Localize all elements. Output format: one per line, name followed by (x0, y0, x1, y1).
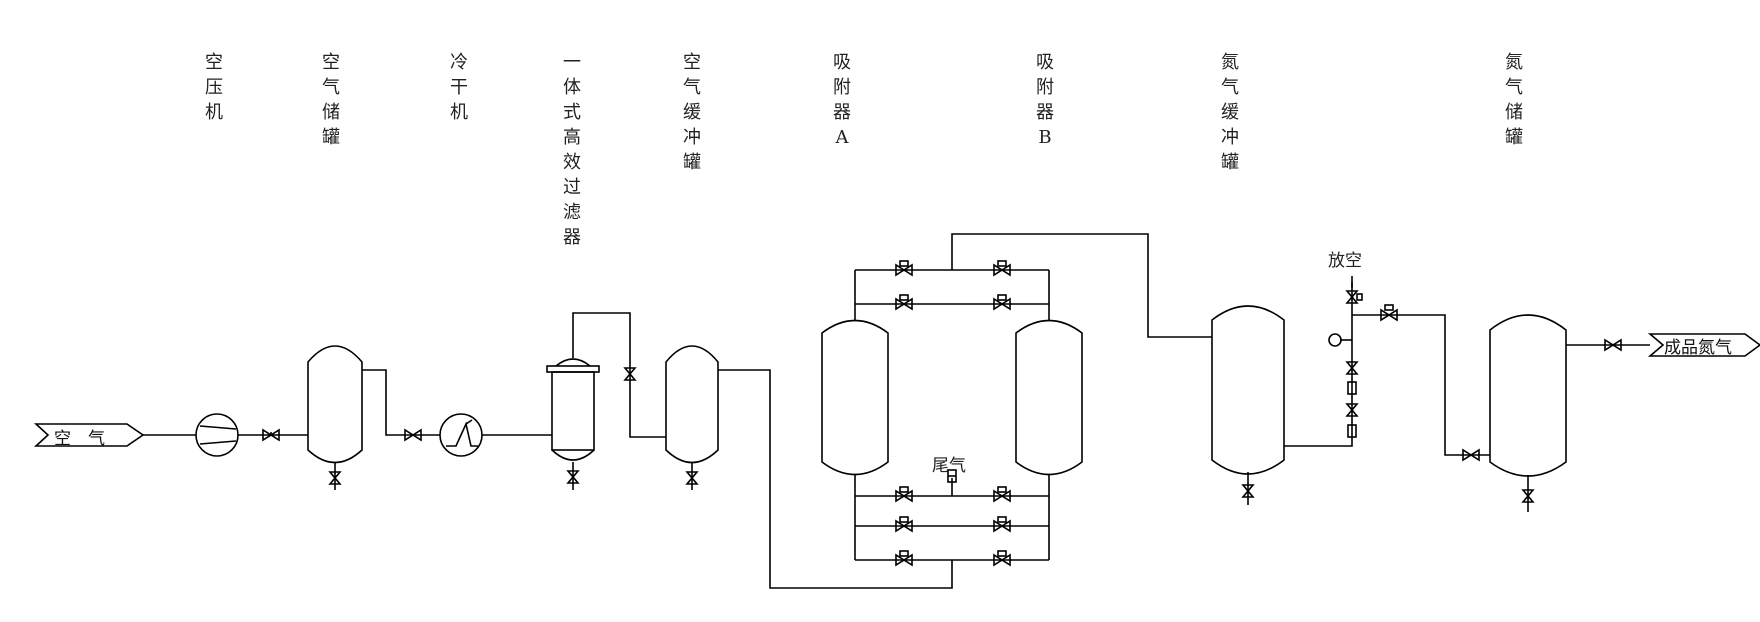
label-char: 机 (205, 102, 223, 123)
air-storage-tank (307, 345, 363, 464)
adsorber-a-vessel (821, 319, 889, 476)
vent-valve-icon (1345, 290, 1363, 304)
label-char: 冲 (1221, 127, 1239, 148)
pipe (951, 233, 1212, 338)
label-char: 器 (1036, 102, 1054, 123)
pneumatic-valve-icon (895, 294, 913, 311)
pneumatic-valve-icon (993, 486, 1011, 503)
label-compressor: 空压机 (202, 50, 226, 125)
label-char: 压 (205, 77, 223, 98)
label-char: 氮 (1221, 52, 1239, 73)
product-nitrogen-label: 成品氮气 (1664, 338, 1732, 358)
pipe (1284, 282, 1353, 447)
label-char: A (835, 127, 849, 148)
label-char: 缓 (1221, 102, 1239, 123)
label-n2-buffer: 氮气缓冲罐 (1218, 50, 1242, 175)
label-char: 机 (450, 102, 468, 123)
valve-icon (262, 428, 280, 442)
label-char: 罐 (1505, 127, 1523, 148)
pneumatic-valve-icon (993, 294, 1011, 311)
label-char: 缓 (683, 102, 701, 123)
label-char: 附 (833, 77, 851, 98)
drain-valve-icon (1241, 484, 1255, 498)
drain-valve-icon (1521, 489, 1535, 503)
valve-icon (1380, 304, 1398, 322)
label-char: 空 (683, 52, 701, 73)
nitrogen-buffer-tank (1211, 305, 1285, 475)
label-char: 滤 (563, 202, 581, 223)
valve-icon (623, 367, 637, 381)
valve-icon (1604, 338, 1622, 352)
label-char: 体 (563, 77, 581, 98)
air-buffer-tank (665, 345, 719, 464)
compressor-icon (195, 413, 239, 457)
pneumatic-valve-icon (993, 516, 1011, 533)
product-outlet-arrow (1647, 333, 1760, 357)
label-char: 气 (322, 77, 340, 98)
label-air-buffer: 空气缓冲罐 (680, 50, 704, 175)
label-char: 附 (1036, 77, 1054, 98)
label-char: 氮 (1505, 52, 1523, 73)
valve-icon (1462, 448, 1480, 462)
label-char: 干 (450, 77, 468, 98)
label-char: 高 (563, 127, 581, 148)
label-filter: 一体式高效过滤器 (560, 50, 584, 250)
pipe (362, 369, 440, 436)
label-char: 过 (563, 177, 581, 198)
label-char: 气 (683, 77, 701, 98)
valve-icon (1345, 361, 1359, 375)
flowmeter-icon (1347, 381, 1357, 395)
label-char: 一 (563, 52, 581, 73)
nitrogen-storage-tank (1489, 314, 1567, 477)
silencer-icon (947, 469, 957, 483)
pressure-gauge-icon (1328, 333, 1342, 347)
label-char: 吸 (833, 52, 851, 73)
label-char: 冲 (683, 127, 701, 148)
label-dryer: 冷干机 (447, 50, 471, 125)
label-char: B (1038, 127, 1052, 148)
pneumatic-valve-icon (895, 516, 913, 533)
label-char: 储 (1505, 102, 1523, 123)
pneumatic-valve-icon (993, 550, 1011, 567)
label-char: 气 (1221, 77, 1239, 98)
adsorber-b-vessel (1015, 319, 1083, 476)
pipe (718, 369, 953, 589)
label-n2-tank: 氮气储罐 (1502, 50, 1526, 150)
valve-icon (404, 428, 422, 442)
drain-valve-icon (328, 471, 342, 485)
label-char: 罐 (322, 127, 340, 148)
air-inlet-arrow (33, 423, 145, 447)
drain-valve-icon (566, 470, 580, 484)
pneumatic-valve-icon (895, 486, 913, 503)
label-char: 空 (322, 52, 340, 73)
air-inlet-label: 空 气 (54, 429, 105, 449)
vent-label: 放空 (1328, 251, 1362, 271)
label-char: 效 (563, 152, 581, 173)
label-char: 器 (833, 102, 851, 123)
pipe (572, 312, 666, 438)
pipe (1352, 314, 1490, 456)
refrigerated-dryer-icon (439, 413, 483, 457)
valve-icon (1345, 403, 1359, 417)
label-char: 空 (205, 52, 223, 73)
label-char: 罐 (683, 152, 701, 173)
label-char: 吸 (1036, 52, 1054, 73)
integrated-filter (546, 358, 600, 461)
label-char: 罐 (1221, 152, 1239, 173)
tail-gas-label: 尾气 (932, 456, 966, 476)
label-char: 器 (563, 227, 581, 248)
label-air-tank: 空气储罐 (319, 50, 343, 150)
pneumatic-valve-icon (895, 260, 913, 277)
label-char: 式 (563, 102, 581, 123)
pneumatic-valve-icon (993, 260, 1011, 277)
drain-valve-icon (685, 471, 699, 485)
pneumatic-valve-icon (895, 550, 913, 567)
label-char: 储 (322, 102, 340, 123)
sampling-icon (1347, 424, 1357, 438)
label-char: 气 (1505, 77, 1523, 98)
label-char: 冷 (450, 52, 468, 73)
